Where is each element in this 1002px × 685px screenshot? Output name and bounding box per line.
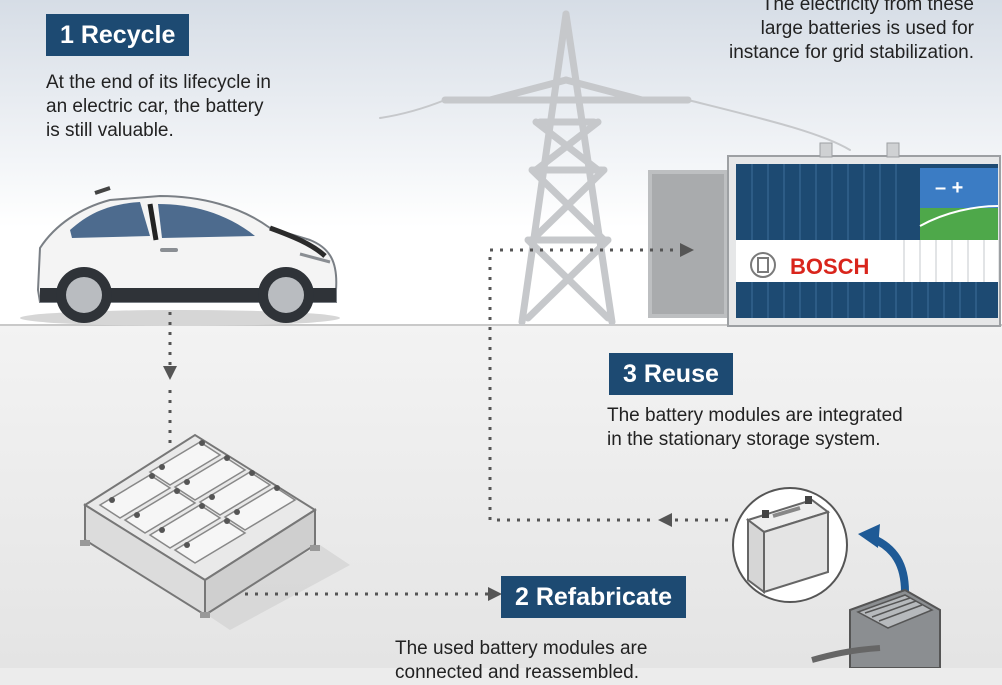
flow-arrow-icon (168, 248, 728, 596)
illustration: BOSCH – + (20, 10, 1001, 668)
step-refabricate-title: 2 Refabricate (501, 576, 687, 618)
car-icon (20, 186, 340, 326)
bosch-logo-icon (750, 252, 776, 278)
battery-module-icon (811, 588, 941, 668)
step-refabricate-line: The used battery modules are (395, 638, 648, 659)
brand-label: BOSCH (790, 254, 869, 279)
grid-note: The electricity from these large batteri… (729, 0, 974, 65)
container-badge: – + (935, 177, 963, 199)
step-recycle-line: an electric car, the battery (46, 96, 264, 117)
power-pylon-icon (379, 10, 851, 326)
step-recycle-line: is still valuable. (46, 120, 174, 141)
step-reuse-line: The battery modules are integrated (607, 405, 903, 426)
step-reuse-title: 3 Reuse (609, 353, 733, 395)
step-reuse-description: The battery modules are integrated in th… (607, 404, 903, 452)
flow-arrowheads (163, 243, 694, 601)
step-reuse-line: in the stationary storage system. (607, 429, 881, 450)
grid-note-line: instance for grid stabilization. (728, 42, 974, 63)
step-recycle-line: At the end of its lifecycle in (46, 72, 271, 93)
grid-note-line: large batteries is used for (760, 18, 974, 39)
storage-container-icon: BOSCH – + (648, 142, 1001, 327)
step-refabricate-line: connected and reassembled. (395, 662, 639, 683)
battery-pack-icon (80, 433, 350, 630)
step-recycle-description: At the end of its lifecycle in an electr… (46, 71, 271, 143)
horizon-line (0, 324, 1002, 326)
battery-cell-icon (732, 487, 848, 603)
grid-note-line: The electricity from these (761, 0, 974, 15)
step-recycle-title: 1 Recycle (46, 14, 190, 56)
step-refabricate-description: The used battery modules are connected a… (395, 637, 647, 685)
